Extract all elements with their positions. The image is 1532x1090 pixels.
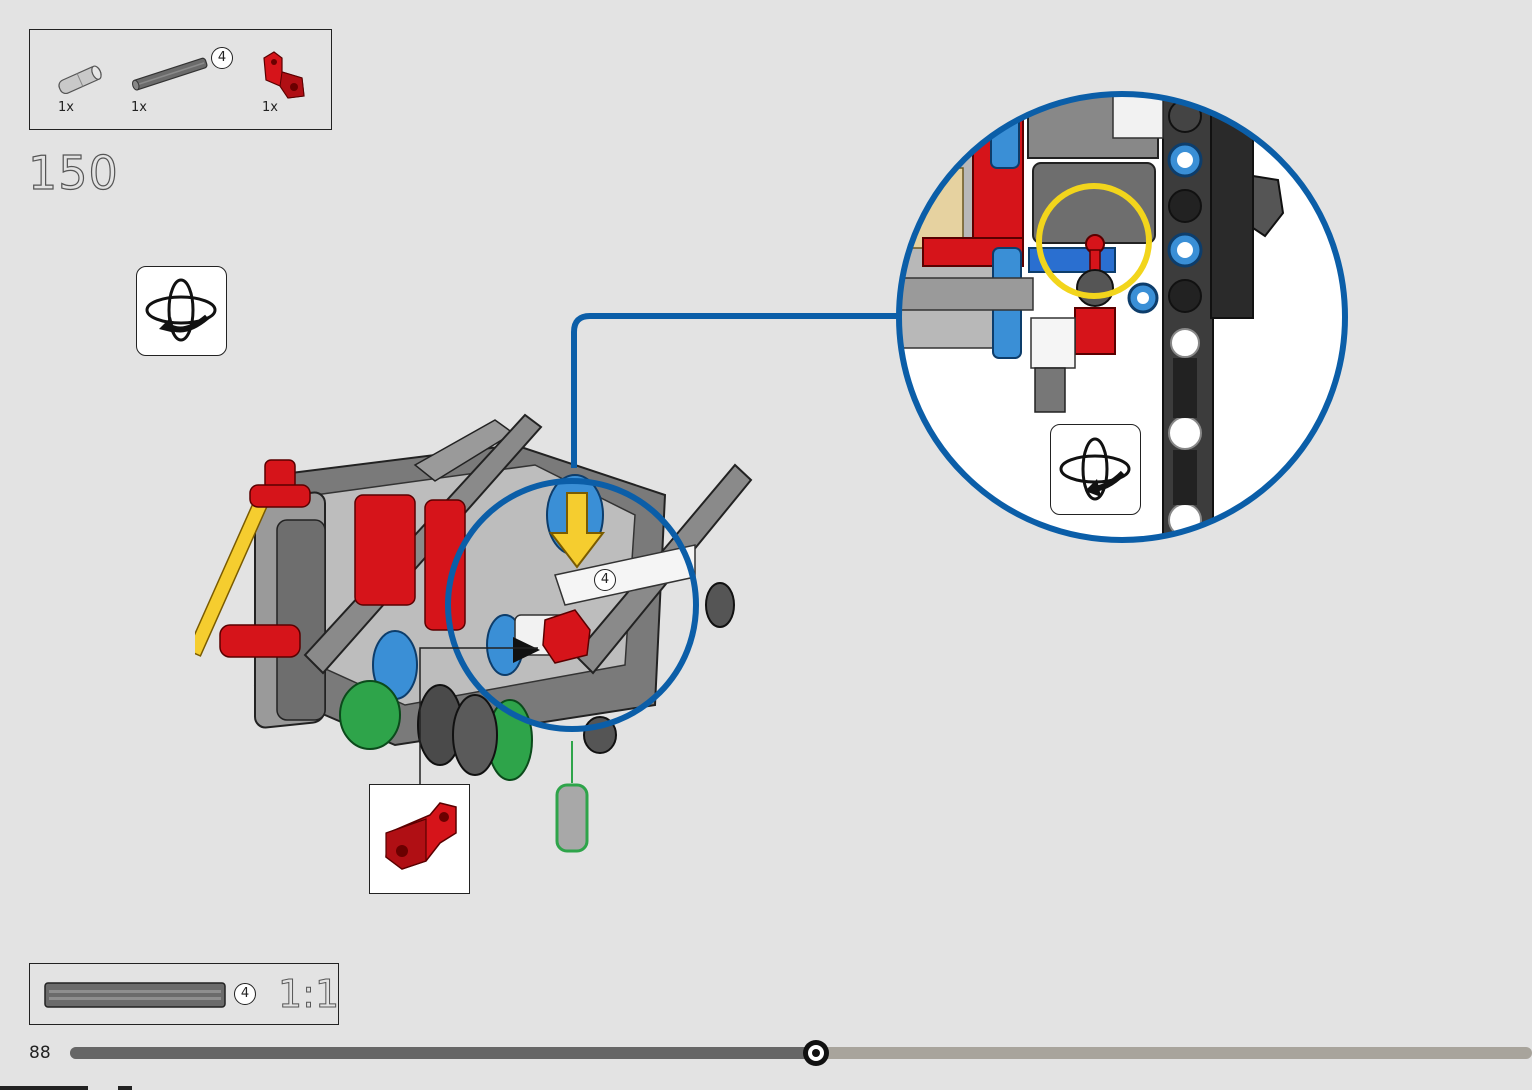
page-edge-mark <box>118 1086 132 1090</box>
axle-length-badge: 4 <box>211 47 233 69</box>
connector-peg-icon <box>52 62 108 98</box>
scale-label: 1:1 <box>278 972 339 1016</box>
rotate-icon <box>137 267 225 354</box>
part-qty: 1x <box>58 100 74 115</box>
part-qty: 1x <box>131 100 147 115</box>
part-qty: 1x <box>262 100 278 115</box>
model-illustration <box>195 405 760 860</box>
red-axle-connector-icon <box>258 50 310 100</box>
rotate-model-button[interactable] <box>136 266 227 356</box>
rotate-icon <box>1051 425 1139 513</box>
axle-4-icon <box>128 50 212 98</box>
rotate-detail-button[interactable] <box>1050 424 1141 515</box>
axle-length-badge: 4 <box>234 983 256 1005</box>
progress-bar <box>70 1036 1532 1070</box>
axle-length-badge: 4 <box>594 569 616 591</box>
axle-4-icon <box>43 980 227 1010</box>
page-number: 88 <box>29 1043 51 1063</box>
progress-gear-icon <box>803 1040 829 1066</box>
red-axle-connector-icon <box>370 785 468 892</box>
step-number: 150 <box>28 146 119 200</box>
subassembly-callout-box <box>369 784 470 894</box>
page-edge-mark <box>0 1086 88 1090</box>
zoom-connector-line <box>568 310 908 470</box>
callout-leader-line <box>418 646 540 786</box>
